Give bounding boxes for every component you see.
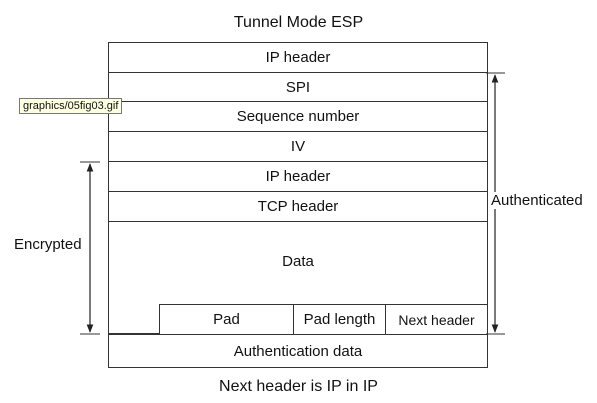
field-pad-length: Pad length xyxy=(293,304,386,334)
field-spi: SPI xyxy=(108,73,488,102)
field-authentication-data: Authentication data xyxy=(108,334,488,368)
image-filename-tooltip: graphics/05fig03.gif xyxy=(19,98,123,114)
field-pad: Pad xyxy=(159,304,294,334)
authenticated-label: Authenticated xyxy=(489,192,585,209)
diagram-title: Tunnel Mode ESP xyxy=(233,14,364,31)
field-tcp-header: TCP header xyxy=(108,192,488,222)
encrypted-label: Encrypted xyxy=(12,236,84,253)
field-iv: IV xyxy=(108,132,488,162)
field-next-header: Next header xyxy=(385,304,488,334)
diagram-caption: Next header is IP in IP xyxy=(219,378,378,395)
field-data-label: Data xyxy=(282,253,314,270)
field-ip-header-outer: IP header xyxy=(108,42,488,73)
field-ip-header-inner: IP header xyxy=(108,162,488,192)
field-sequence-number: Sequence number xyxy=(108,102,488,132)
